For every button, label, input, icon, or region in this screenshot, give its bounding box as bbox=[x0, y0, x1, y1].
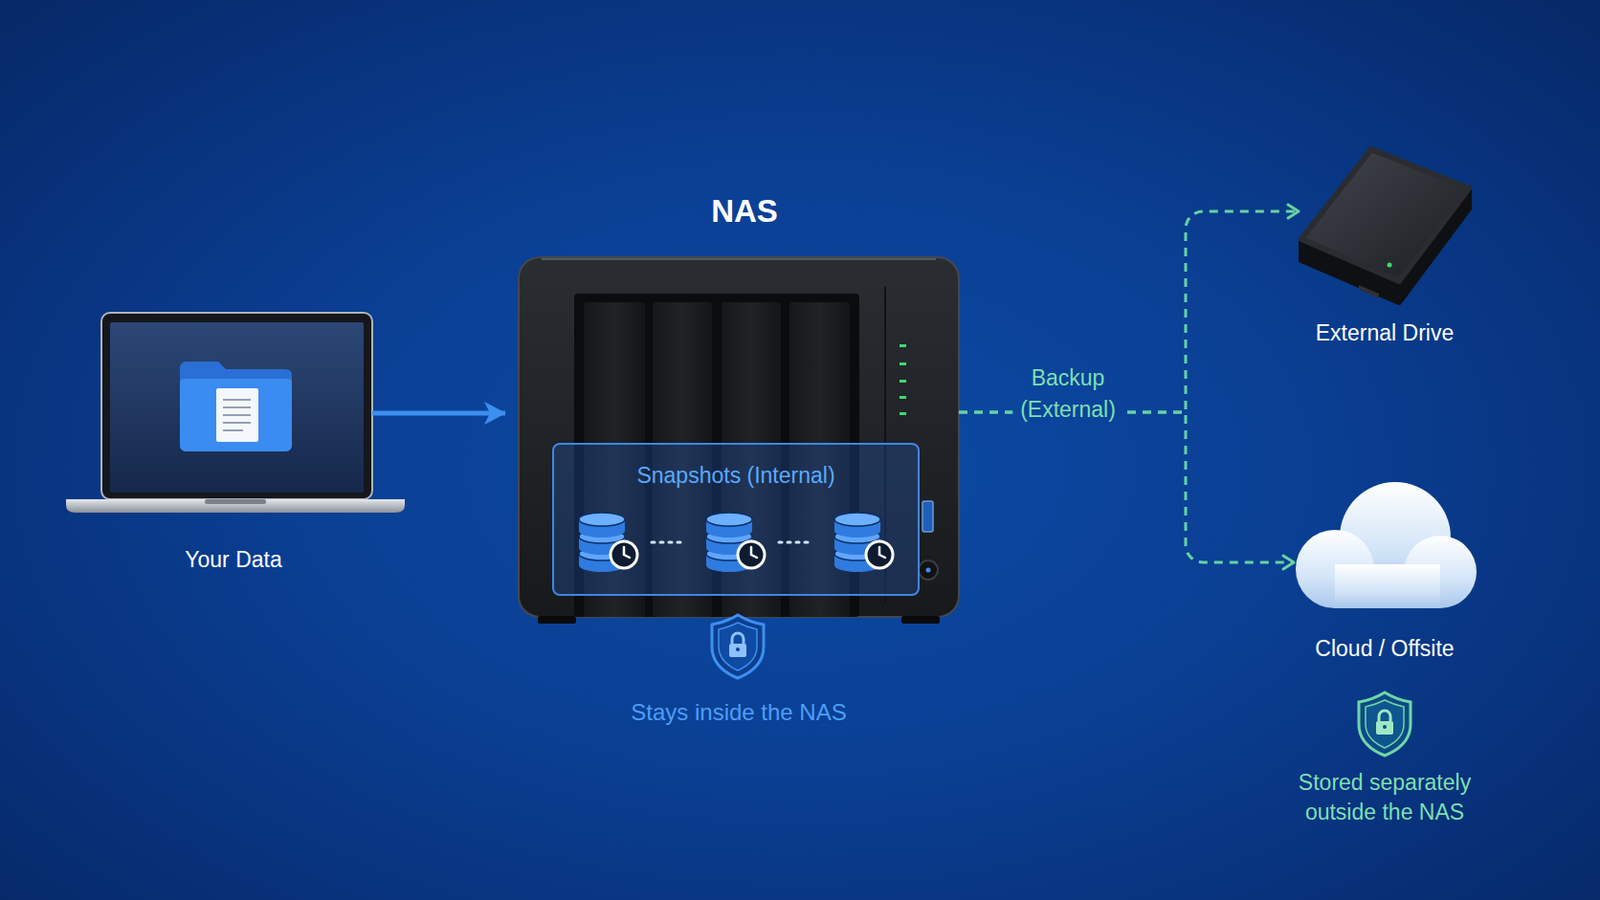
folder-icon bbox=[179, 361, 292, 452]
shield-icon bbox=[711, 615, 764, 679]
nas-illustration bbox=[899, 362, 907, 366]
nas-illustration bbox=[899, 379, 907, 383]
shield-icon bbox=[735, 647, 740, 652]
nas-illustration bbox=[901, 616, 940, 624]
folder-icon bbox=[216, 388, 259, 443]
nas-illustration bbox=[899, 412, 907, 416]
shield-icon bbox=[1365, 700, 1404, 749]
laptop-illustration bbox=[110, 322, 364, 493]
nas-illustration bbox=[518, 257, 959, 624]
dotted-line bbox=[651, 541, 813, 545]
node-title: NAS bbox=[648, 192, 841, 231]
folder-icon bbox=[179, 361, 292, 452]
shield-icon bbox=[1382, 725, 1387, 730]
shield-icon bbox=[732, 633, 744, 645]
external-drive: External Drive bbox=[1300, 148, 1469, 350]
data-arrow bbox=[372, 411, 506, 417]
shield-icon bbox=[1378, 711, 1391, 722]
database-icon bbox=[578, 512, 893, 573]
shield-icon bbox=[711, 615, 764, 679]
folder-icon bbox=[179, 378, 292, 452]
shield-icon bbox=[1358, 692, 1411, 756]
nas-illustration bbox=[922, 501, 934, 533]
external-drive-illustration bbox=[1358, 285, 1379, 299]
backup-connector bbox=[958, 211, 1299, 413]
laptop-illustration bbox=[66, 499, 405, 513]
external-drive-illustration bbox=[1387, 263, 1393, 268]
nas-illustration bbox=[899, 344, 907, 348]
nas-illustration bbox=[541, 258, 936, 261]
database-icon bbox=[578, 512, 638, 573]
laptop-illustration bbox=[101, 312, 373, 500]
nas-illustration bbox=[899, 396, 907, 400]
note-text: Stays inside the NAS bbox=[585, 698, 892, 728]
cloud-illustration bbox=[1295, 482, 1477, 609]
nas-illustration bbox=[926, 568, 932, 574]
backup-connector bbox=[958, 412, 1294, 563]
database-icon bbox=[834, 512, 893, 573]
nas-illustration bbox=[918, 560, 938, 580]
laptop-illustration bbox=[204, 499, 267, 505]
node-title: Cloud / Offsite bbox=[1269, 635, 1500, 663]
note-text: Stored separately outside the NAS bbox=[1274, 768, 1495, 828]
dotted-line bbox=[651, 541, 686, 545]
external-drive-illustration bbox=[1301, 149, 1469, 303]
shield-icon bbox=[729, 644, 747, 658]
edge-label: Backup (External) bbox=[1005, 362, 1131, 426]
nas-illustration bbox=[537, 616, 577, 624]
cloud-storage: Cloud / Offsite bbox=[1295, 482, 1477, 665]
cloud-illustration bbox=[1334, 564, 1441, 609]
database-icon bbox=[706, 512, 765, 573]
node-title: Snapshots (Internal) bbox=[554, 462, 918, 489]
node-title: Your Data bbox=[64, 546, 403, 574]
folder-icon bbox=[222, 400, 251, 431]
dotted-line bbox=[778, 541, 813, 545]
laptop-node: Your Data bbox=[66, 312, 373, 581]
laptop-illustration bbox=[66, 312, 405, 513]
nas-illustration bbox=[518, 257, 959, 618]
shield-icon bbox=[1376, 721, 1394, 735]
external-drive-illustration bbox=[1301, 149, 1469, 282]
shield-icon bbox=[718, 622, 757, 671]
shield-icon bbox=[1358, 692, 1411, 756]
node-title: External Drive bbox=[1269, 319, 1500, 347]
